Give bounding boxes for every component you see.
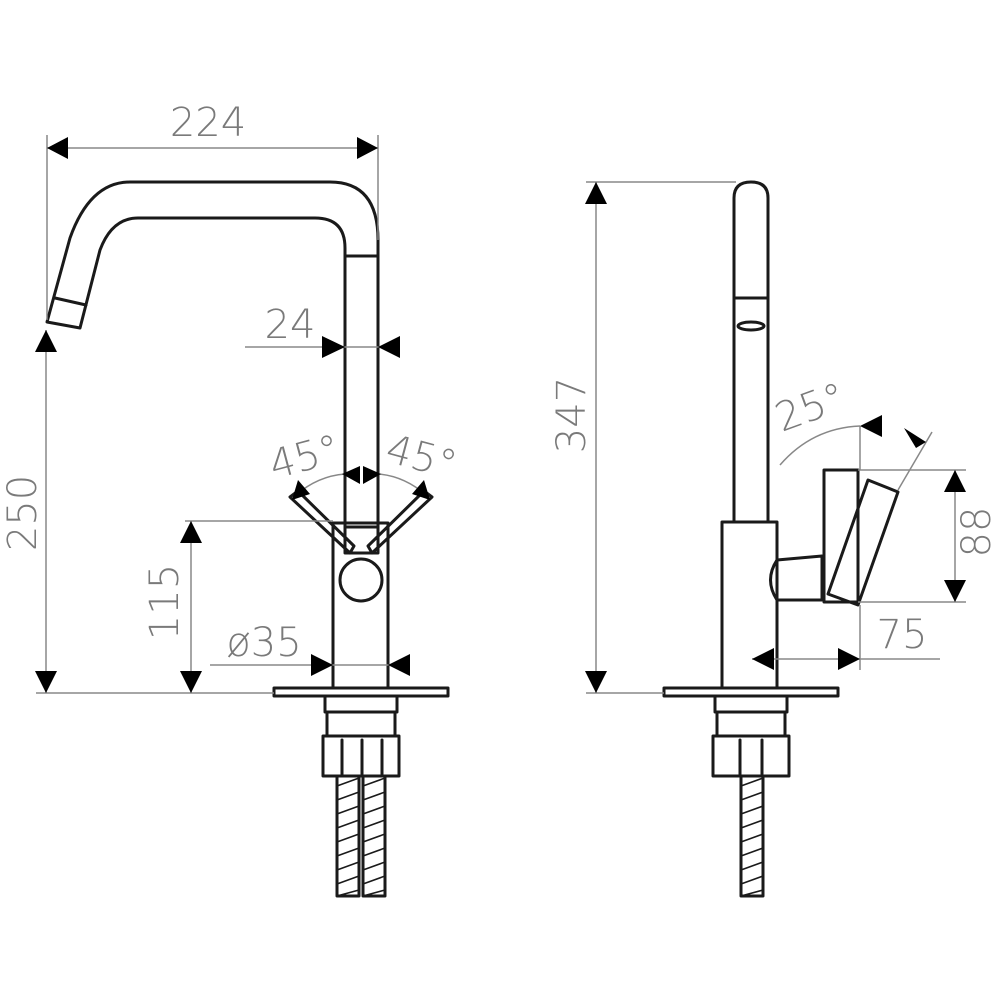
dim-width: 224 (46, 100, 379, 320)
side-lever-handle-tilted (826, 478, 900, 607)
dim-lever-height-label: 115 (142, 564, 188, 640)
dim-lever-length-label: 88 (954, 507, 1000, 558)
side-lever-hub (769, 554, 824, 602)
dim-lever-height: 115 (142, 520, 333, 693)
dim-height: 250 (0, 330, 274, 694)
side-mount-ring (713, 694, 789, 714)
side-lever-handle (822, 468, 860, 604)
dim-lever-angle: 25° (769, 374, 933, 491)
dim-lever-reach-label: 75 (877, 612, 928, 658)
front-view: 224 24 45° 45° 250 (0, 100, 462, 898)
dim-angle-left-label: 45° (264, 426, 344, 489)
side-supply-hose (739, 774, 765, 898)
mount-ring (323, 694, 399, 714)
side-aerator (736, 320, 766, 332)
dim-angles: 45° 45° (264, 426, 462, 500)
side-shank-connector (711, 734, 791, 778)
dim-base-diameter: ø35 (210, 620, 410, 676)
dim-lever-reach: 75 (752, 605, 940, 670)
aerator-line (53, 296, 88, 307)
dim-width-label: 224 (170, 100, 246, 146)
lever-knob (338, 557, 384, 603)
dim-total-height: 347 (549, 181, 736, 694)
dim-height-label: 250 (0, 475, 46, 551)
dim-base-diameter-label: ø35 (226, 620, 301, 666)
dim-lever-length: 88 (858, 469, 1000, 603)
dim-total-height-label: 347 (549, 377, 595, 453)
dim-pipe-label: 24 (265, 302, 316, 348)
dim-angle-right-label: 45° (381, 426, 461, 489)
side-view: 347 25° 88 75 (549, 180, 1000, 898)
dim-lever-angle-label: 25° (769, 374, 851, 441)
supply-hose-right (361, 774, 387, 898)
side-mount-nut (715, 710, 787, 738)
supply-hose-left (335, 774, 361, 898)
side-pipe (732, 180, 770, 524)
dim-pipe: 24 (245, 302, 400, 358)
mount-nut (325, 710, 397, 738)
